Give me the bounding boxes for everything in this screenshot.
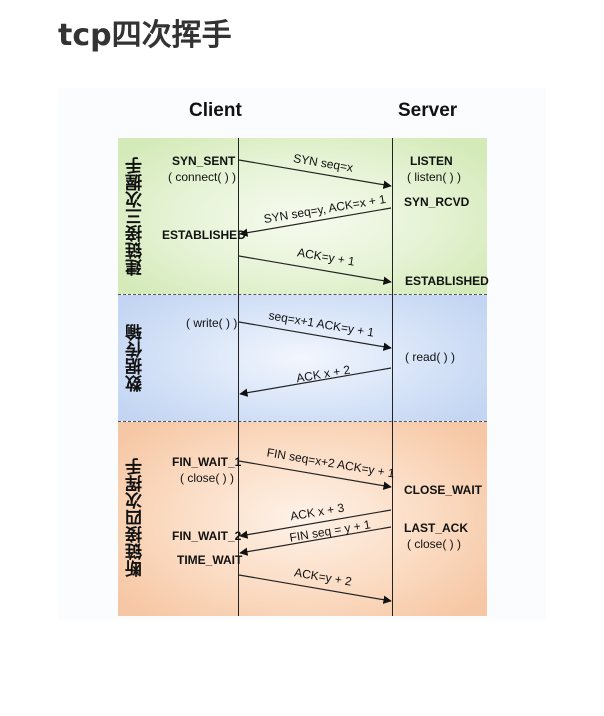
server-lifeline	[392, 138, 393, 616]
client-state-established: ESTABLISHED	[162, 228, 246, 242]
data-arrow	[238, 321, 392, 351]
fin-client-arrow	[238, 460, 392, 490]
client-state-syn-sent: SYN_SENT	[172, 154, 236, 168]
server-state-listen: LISTEN	[410, 154, 453, 168]
server-listen-call: ( listen( ) )	[407, 170, 461, 184]
ack-fin-arrow	[239, 509, 392, 539]
server-state-close-wait: CLOSE_WAIT	[404, 483, 483, 497]
client-column-header: Client	[189, 100, 242, 121]
syn-ack-arrow	[239, 207, 392, 237]
syn-arrow	[238, 159, 392, 189]
client-close-call: ( close( ) )	[180, 471, 234, 485]
phase-separator	[118, 294, 487, 295]
fin-server-arrow	[239, 526, 392, 556]
client-state-fin-wait-1: FIN_WAIT_1	[172, 455, 242, 469]
server-state-last-ack: LAST_ACK	[404, 521, 469, 535]
client-write-call: ( write( ) )	[186, 316, 238, 330]
ack-final-arrow	[238, 574, 392, 604]
client-connect-call: ( connect( ) )	[168, 170, 237, 184]
connect-phase-band	[118, 138, 487, 294]
phase-separator	[118, 421, 487, 422]
data-ack-arrow	[239, 367, 392, 397]
ack-handshake-arrow	[238, 255, 392, 285]
data-phase-band	[118, 295, 487, 421]
close-phase-band	[118, 422, 487, 616]
client-lifeline	[238, 138, 239, 616]
client-state-fin-wait-2: FIN_WAIT_2	[172, 529, 242, 543]
server-close-call: ( close( ) )	[407, 537, 461, 551]
server-column-header: Server	[398, 100, 458, 121]
server-read-call: ( read( ) )	[405, 350, 456, 364]
client-state-time-wait: TIME_WAIT	[177, 553, 243, 567]
server-state-syn-rcvd: SYN_RCVD	[404, 195, 470, 209]
server-state-established: ESTABLISHED	[405, 274, 489, 288]
page-title: tcp四次挥手	[58, 18, 232, 53]
